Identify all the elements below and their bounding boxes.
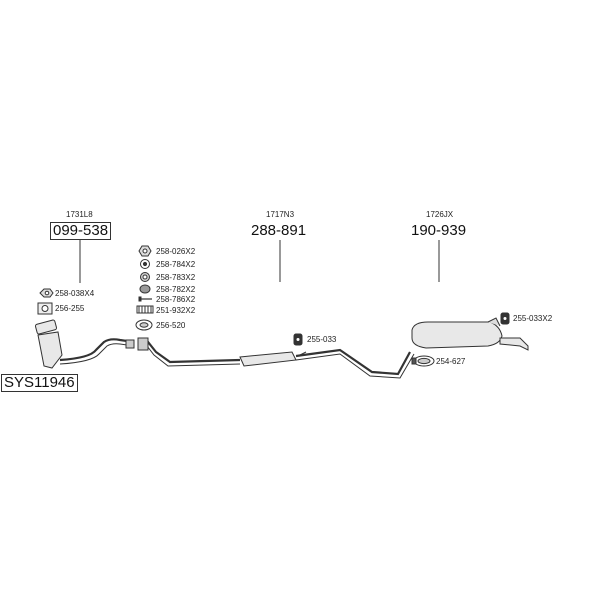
part-label-258-782[interactable]: 258-782X2 bbox=[156, 285, 196, 294]
part-label-255-033[interactable]: 255-033 bbox=[307, 335, 337, 344]
center-silencer bbox=[239, 351, 297, 367]
part-number-front[interactable]: 099-538 bbox=[50, 222, 112, 240]
rear-silencer-body bbox=[411, 321, 503, 349]
part-label-258-783[interactable]: 258-783X2 bbox=[156, 273, 196, 282]
section-ref-rear: 1726JX bbox=[426, 210, 454, 219]
spring-icon-258-782 bbox=[139, 284, 151, 294]
part-label-256-255[interactable]: 256-255 bbox=[55, 304, 85, 313]
rear-silencer-assembly bbox=[411, 317, 529, 351]
catalytic-converter bbox=[37, 331, 63, 369]
coil-spring-icon-251-932 bbox=[136, 305, 154, 314]
part-label-251-932[interactable]: 251-932X2 bbox=[156, 306, 196, 315]
middle-pipe-upper bbox=[140, 340, 241, 364]
part-label-254-627[interactable]: 254-627 bbox=[436, 357, 466, 366]
rubber-mount-icon-255-033 bbox=[293, 333, 303, 346]
part-label-256-520[interactable]: 256-520 bbox=[156, 321, 186, 330]
middle-pipe-flange bbox=[137, 337, 149, 351]
section-ref-front: 1731L8 bbox=[66, 210, 93, 219]
clamp-icon-254-627 bbox=[411, 355, 435, 367]
front-pipe-assembly bbox=[34, 319, 135, 369]
system-code: SYS11946 bbox=[1, 374, 78, 392]
front-flange bbox=[34, 319, 58, 335]
part-label-258-786[interactable]: 258-786X2 bbox=[156, 295, 196, 304]
part-label-255-033x2[interactable]: 255-033X2 bbox=[513, 314, 553, 323]
hardware-icons bbox=[37, 245, 510, 367]
middle-pipe-assembly bbox=[137, 337, 415, 379]
front-pipe-clamp bbox=[125, 339, 135, 349]
tail-pipe bbox=[499, 337, 529, 351]
section-ref-middle: 1717N3 bbox=[266, 210, 295, 219]
front-pipe bbox=[59, 338, 135, 362]
part-label-258-038[interactable]: 258-038X4 bbox=[55, 289, 95, 298]
part-number-rear[interactable]: 190-939 bbox=[411, 222, 467, 239]
part-label-258-784[interactable]: 258-784X2 bbox=[156, 260, 196, 269]
part-number-middle[interactable]: 288-891 bbox=[251, 222, 307, 239]
part-label-258-026[interactable]: 258-026X2 bbox=[156, 247, 196, 256]
rubber-mount-icon-255-033x2 bbox=[500, 312, 510, 325]
